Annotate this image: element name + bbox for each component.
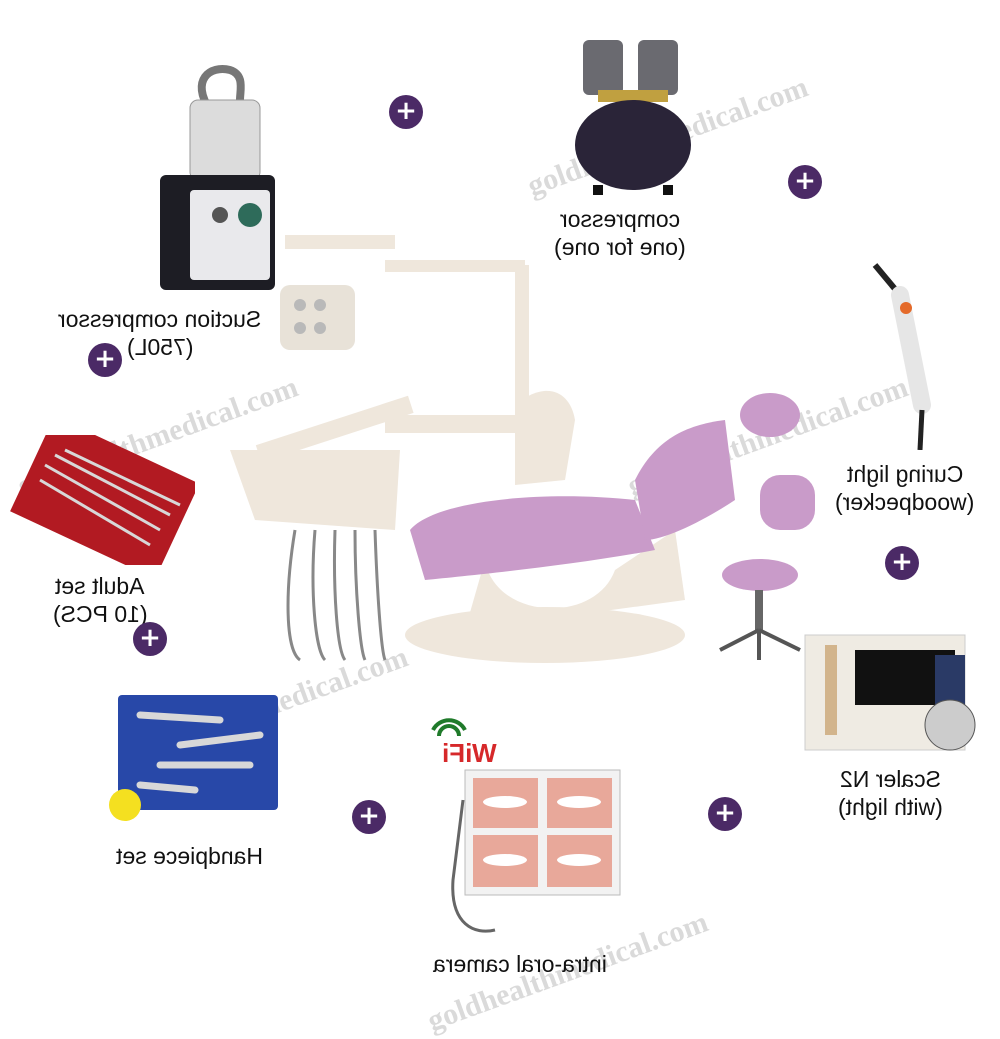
suction-compressor-label: Suction compressor (750L): [58, 306, 262, 360]
curing-light-image: [872, 263, 931, 450]
plus-icon: +: [708, 797, 742, 831]
plus-icon: +: [352, 800, 386, 834]
dental-chair-image: [230, 235, 815, 663]
plus-icon: +: [133, 622, 167, 656]
compressor-label: compressor (one for one): [554, 206, 686, 260]
scaler-image: [804, 634, 976, 751]
plus-icon: +: [88, 343, 122, 377]
air-compressor-image: [575, 40, 691, 195]
plus-icon: +: [788, 165, 822, 199]
curing-light-label: Curing light (woodpecker): [835, 461, 975, 515]
adult-set-label: Adult set (10 PCS): [52, 573, 148, 627]
plus-icon: +: [885, 546, 919, 580]
scaler-label: Scaler N2 (with light): [837, 766, 943, 820]
wifi-label: WiFi: [442, 738, 497, 768]
suction-compressor-image: [160, 65, 275, 290]
adult-instrument-set-image: [10, 435, 195, 565]
intraoral-camera-label: intra-oral camera: [433, 951, 607, 977]
handpiece-set-image: [109, 695, 278, 821]
handpiece-set-label: Handpiece set: [116, 843, 264, 869]
plus-icon: +: [389, 95, 423, 129]
intraoral-camera-image: [431, 718, 621, 933]
